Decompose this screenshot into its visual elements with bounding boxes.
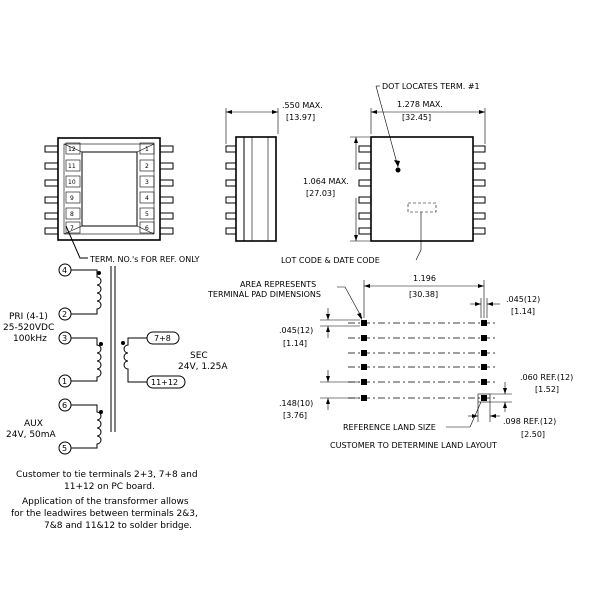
term-3: 3 [62,334,67,343]
pitch: .148(10) [279,399,313,408]
term-11-12: 11+12 [151,378,178,387]
note-2-line-2: for the leadwires between terminals 2&3, [11,509,198,519]
dim-length-mm: [32.45] [402,113,431,122]
aux-label-2: 24V, 50mA [6,430,57,440]
pin-label: 10 [68,179,76,186]
dot-note: DOT LOCATES TERM. #1 [382,82,480,91]
area-note-1: AREA REPRESENTS [240,280,316,289]
pin-label: 9 [70,195,74,202]
sec-label-1: SEC [190,351,208,361]
dim-width-max: 1.064 MAX. [303,177,349,186]
pin-label: 5 [145,211,149,218]
term-4: 4 [62,266,67,275]
aux-label-1: AUX [24,419,43,429]
pad-width-left-mm: [1.14] [283,339,307,348]
dim-width-mm: [27.03] [306,189,335,198]
pin-label: 7 [70,225,74,232]
note-2-line-1: Application of the transformer allows [22,497,189,507]
schematic: 4 2 3 1 6 5 7+8 11+12 PRI (4-1) 25-520VD… [3,263,228,455]
pin-label: 6 [145,225,149,232]
customer-land-note: CUSTOMER TO DETERMINE LAND LAYOUT [330,441,497,450]
pin-label: 4 [145,195,149,202]
term-5: 5 [62,444,67,453]
pad-width-top-right: .045(12) [506,295,540,304]
top-view: DOT LOCATES TERM. #1 1.278 MAX. [32.45] … [281,82,486,265]
pri-label-1: PRI (4-1) [9,312,48,322]
note-1-line-1: Customer to tie terminals 2+3, 7+8 and [16,470,198,480]
term-6: 6 [62,401,67,410]
term-1: 1 [62,377,67,386]
pin-label: 2 [145,163,149,170]
ref-060: .060 REF.(12) [520,373,573,382]
area-note-2: TERMINAL PAD DIMENSIONS [207,290,321,299]
pad-span: 1.196 [413,274,436,283]
dim-height-max: .550 MAX. [282,101,323,110]
pad-width-top-right-mm: [1.14] [511,307,535,316]
pin-label: 12 [68,146,76,153]
pin-label: 8 [70,211,74,218]
note-1-line-2: 11+12 on PC board. [64,482,155,492]
sec-label-2: 24V, 1.25A [178,362,228,372]
dim-length-max: 1.278 MAX. [397,100,443,109]
ref-060-mm: [1.52] [535,385,559,394]
ref-098: .098 REF.(12) [503,417,556,426]
reference-land-size: REFERENCE LAND SIZE [343,423,436,432]
term-2: 2 [62,310,67,319]
side-view: .550 MAX. [13.97] [225,101,323,242]
ref-098-mm: [2.50] [521,430,545,439]
dim-height-mm: [13.97] [286,113,315,122]
land-layout: AREA REPRESENTS TERMINAL PAD DIMENSIONS … [207,274,573,450]
pitch-mm: [3.76] [283,411,307,420]
pri-label-2: 25-520VDC [3,323,54,333]
pin1-dot [395,167,401,173]
bottom-view: 12 11 10 9 8 7 1 2 3 4 5 6 TERM. NO.'s F… [44,137,200,264]
pri-label-3: 100kHz [13,334,47,344]
note-2-line-3: 7&8 and 11&12 to solder bridge. [44,521,192,531]
notes: Customer to tie terminals 2+3, 7+8 and 1… [11,470,198,531]
pin-label: 1 [145,146,149,153]
pad-width-left: .045(12) [279,326,313,335]
term-7-8: 7+8 [154,334,171,343]
lot-code-note: LOT CODE & DATE CODE [281,256,380,265]
term-ref-note: TERM. NO.'s FOR REF. ONLY [89,255,200,264]
pad-span-mm: [30.38] [409,290,438,299]
pin-label: 3 [145,179,149,186]
pin-label: 11 [68,163,76,170]
